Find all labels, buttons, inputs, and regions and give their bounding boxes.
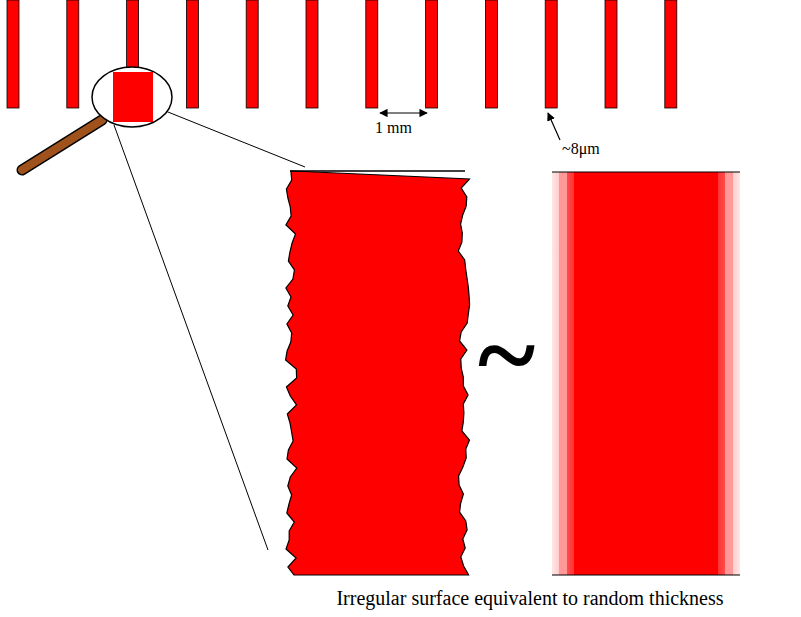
magnified-bar	[113, 72, 153, 122]
foil-bar	[665, 0, 677, 108]
caption: Irregular surface equivalent to random t…	[336, 588, 723, 608]
magnifier-handle-outline	[22, 120, 102, 170]
zoom-line	[158, 108, 305, 167]
foil-bar	[186, 0, 198, 108]
foil-bar	[306, 0, 318, 108]
dimension-arrow	[380, 112, 427, 113]
magnifier-lens	[92, 67, 172, 127]
rough-top	[290, 170, 465, 172]
leader-arrow	[548, 113, 560, 140]
equivalent-foil	[552, 172, 740, 575]
zoom-line	[114, 125, 268, 550]
foil-bar	[366, 0, 378, 108]
foil-edge	[718, 172, 740, 575]
foil-bar	[67, 0, 79, 108]
thickness-label: ~8μm	[562, 141, 600, 157]
foil-bar	[605, 0, 617, 108]
foil-bar	[545, 0, 557, 108]
foil-boundary	[552, 171, 740, 172]
dimension-label: 1 mm	[375, 120, 412, 136]
equivalence-symbol: ~	[478, 300, 535, 410]
foil-boundary	[552, 574, 740, 575]
foil-bar	[485, 0, 497, 108]
foil-edge	[552, 172, 574, 575]
foil-bar	[426, 0, 438, 108]
foil-bar	[246, 0, 258, 108]
magnifier-handle	[22, 120, 102, 170]
rough-foil	[286, 171, 470, 575]
foil-bar	[7, 0, 19, 108]
